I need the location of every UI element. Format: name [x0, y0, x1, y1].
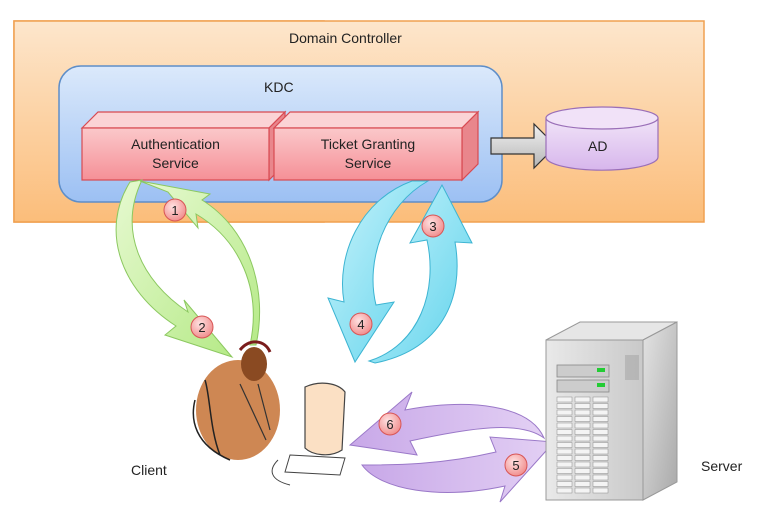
kdc-label: KDC [264, 79, 294, 95]
server-drive-slot [556, 448, 573, 455]
step-badge-5: 5 [504, 453, 528, 477]
server-drive-slot [592, 461, 609, 468]
step-badge-4: 4 [349, 312, 373, 336]
server-drive-slot [592, 468, 609, 474]
ticket-granting-service-box [272, 110, 480, 182]
server-drive-slot [592, 422, 609, 429]
server-drive-slot [556, 442, 573, 448]
server-drive-slot [556, 409, 573, 416]
step-number: 1 [171, 203, 178, 218]
step-number: 5 [512, 458, 519, 473]
server-drive-slot [574, 396, 591, 403]
ticket-granting-service-line2: Service [344, 155, 392, 171]
server-drive-slot [574, 435, 591, 442]
server-drive-slot [574, 409, 591, 416]
server-drive-slot [574, 481, 591, 487]
arrow-step-3 [367, 183, 473, 364]
client-label: Client [131, 462, 167, 478]
step-badge-1: 1 [163, 198, 187, 222]
server-drive-slot [574, 461, 591, 468]
server-drive-slot [574, 416, 591, 422]
step-number: 2 [198, 320, 205, 335]
server-drive-slot [592, 435, 609, 442]
server-drive-slot [556, 481, 573, 487]
server-drive-slot [592, 403, 609, 409]
arrow-step-2 [115, 179, 234, 359]
server-drive-slot [592, 481, 609, 487]
server-drive-slot [592, 429, 609, 435]
server-drive-slot [592, 409, 609, 416]
arrow-step-1 [139, 180, 261, 346]
domain-controller-label: Domain Controller [289, 30, 402, 46]
step-number: 4 [357, 317, 364, 332]
step-badge-2: 2 [190, 315, 214, 339]
ad-label: AD [588, 138, 608, 154]
server-drive-slot [574, 403, 591, 409]
server-drive-slot [556, 468, 573, 474]
server-drive-slot [574, 442, 591, 448]
ad-database-cylinder [545, 106, 659, 171]
authentication-service-label: Authentication Service [82, 135, 269, 173]
server-drive-slot [592, 416, 609, 422]
authentication-service-line1: Authentication [131, 136, 220, 152]
server-drive-slot [556, 461, 573, 468]
server-drive-slot [556, 403, 573, 409]
ticket-granting-service-line1: Ticket Granting [320, 136, 416, 152]
server-drive-slot [574, 474, 591, 481]
server-drive-slot [592, 455, 609, 461]
server-drive-slot [592, 487, 609, 494]
client-figure [192, 340, 346, 486]
arrow-to-ad [490, 122, 557, 170]
authentication-service-box [80, 110, 287, 182]
server-drive-slot [556, 435, 573, 442]
server-drive-slot [574, 468, 591, 474]
server-drive-slot [556, 487, 573, 494]
server-drive-slot [592, 474, 609, 481]
authentication-service-line2: Service [152, 155, 199, 171]
server-drive-slot [592, 448, 609, 455]
ticket-granting-service-label: Ticket Granting Service [274, 135, 462, 173]
server-drive-slot [574, 455, 591, 461]
step-badge-3: 3 [421, 214, 445, 238]
server-drive-slot [574, 448, 591, 455]
arrow-step-5 [361, 436, 556, 503]
server-drive-slot [556, 396, 573, 403]
step-number: 6 [386, 417, 393, 432]
server-drive-slot [556, 416, 573, 422]
server-drive-slot [556, 474, 573, 481]
server-drive-slot [592, 442, 609, 448]
step-badge-6: 6 [378, 412, 402, 436]
server-drive-slot [574, 487, 591, 494]
server-drive-slot [556, 422, 573, 429]
server-drive-slot [556, 455, 573, 461]
server-label: Server [701, 458, 743, 474]
server-drive-slot [592, 396, 609, 403]
server-tower [545, 321, 678, 501]
server-drive-slot [556, 429, 573, 435]
server-drive-slot [574, 422, 591, 429]
server-drive-slot [574, 429, 591, 435]
step-number: 3 [429, 219, 436, 234]
